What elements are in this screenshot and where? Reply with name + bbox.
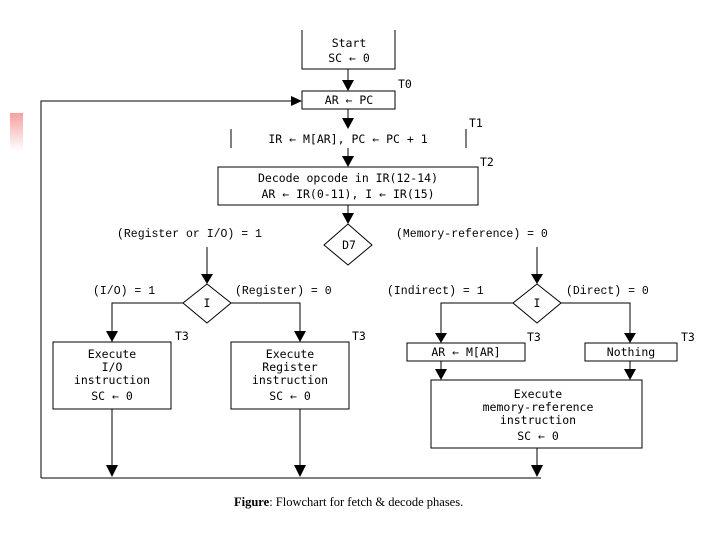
arrow-head bbox=[291, 96, 302, 106]
t2-line2: AR ← IR(0-11), I ← IR(15) bbox=[261, 187, 434, 201]
nothing-timing: T3 bbox=[681, 330, 695, 344]
caption-text: : Flowchart for fetch & decode phases. bbox=[269, 495, 463, 509]
io-timing: T3 bbox=[175, 329, 189, 343]
indirect-box: AR ← M[AR] T3 bbox=[406, 330, 541, 362]
left-i-right-label: (Register) = 0 bbox=[235, 285, 332, 298]
arrow-head bbox=[624, 369, 636, 380]
memref-line1: Execute bbox=[514, 387, 563, 401]
arrow-head bbox=[435, 369, 447, 380]
figure-caption: Figure: Flowchart for fetch & decode pha… bbox=[234, 495, 463, 509]
execute-register-box: Execute Register instruction SC ← 0 T3 bbox=[230, 329, 366, 410]
caption-bold: Figure bbox=[234, 495, 270, 509]
start-sc-label: SC ← 0 bbox=[328, 51, 370, 65]
t2-decode-box: Decode opcode in IR(12-14) AR ← IR(0-11)… bbox=[217, 155, 494, 206]
arrow-head bbox=[201, 274, 213, 284]
nothing-box: Nothing T3 bbox=[584, 330, 695, 362]
indirect-timing: T3 bbox=[527, 330, 541, 344]
t2-line1: Decode opcode in IR(12-14) bbox=[258, 171, 438, 185]
d7-text: D7 bbox=[342, 238, 356, 252]
left-i-decision: I (I/O) = 1 (Register) = 0 bbox=[93, 283, 332, 324]
connector bbox=[440, 302, 513, 333]
reg-line1: Execute bbox=[266, 347, 315, 361]
arrow-head bbox=[342, 156, 354, 167]
io-line2: I/O bbox=[102, 360, 123, 374]
reg-timing: T3 bbox=[352, 329, 366, 343]
loop-back-line bbox=[40, 100, 291, 478]
execute-memref-box: Execute memory-reference instruction SC … bbox=[430, 379, 643, 449]
t0-box: AR ← PC T0 bbox=[301, 77, 412, 110]
arrow-head bbox=[106, 465, 118, 477]
arrow-head bbox=[435, 333, 447, 343]
slide-accent-bar bbox=[10, 113, 23, 151]
arrow-head bbox=[531, 274, 543, 284]
io-line3: instruction bbox=[74, 373, 150, 387]
right-i-decision: I (Indirect) = 1 (Direct) = 0 bbox=[387, 283, 649, 324]
arrow-head bbox=[342, 80, 354, 91]
arrow-head bbox=[106, 331, 118, 342]
reg-line3: instruction bbox=[252, 373, 328, 387]
connector bbox=[561, 302, 631, 333]
t1-step: IR ← M[AR], PC ← PC + 1 T1 bbox=[230, 116, 483, 148]
connector bbox=[111, 302, 183, 331]
execute-io-box: Execute I/O instruction SC ← 0 T3 bbox=[52, 329, 189, 410]
left-i-left-label: (I/O) = 1 bbox=[93, 285, 155, 298]
indirect-text: AR ← M[AR] bbox=[431, 345, 500, 359]
connector bbox=[231, 302, 301, 331]
memref-line2: memory-reference bbox=[483, 400, 594, 414]
d7-right-label: (Memory-reference) = 0 bbox=[396, 228, 548, 241]
t2-timing: T2 bbox=[480, 155, 494, 169]
start-label: Start bbox=[332, 36, 367, 50]
arrow-head bbox=[342, 118, 354, 129]
io-line4: SC ← 0 bbox=[91, 389, 133, 403]
arrow-head bbox=[294, 465, 306, 477]
right-i-left-label: (Indirect) = 1 bbox=[387, 285, 484, 298]
start-box: Start SC ← 0 bbox=[301, 30, 396, 70]
io-line1: Execute bbox=[88, 347, 137, 361]
arrow-head bbox=[624, 333, 636, 343]
reg-line4: SC ← 0 bbox=[269, 389, 311, 403]
arrow-head bbox=[294, 331, 306, 342]
memref-line3: instruction bbox=[500, 413, 576, 427]
memref-line4: SC ← 0 bbox=[517, 429, 559, 443]
arrow-head bbox=[531, 465, 543, 477]
arrow-head bbox=[342, 213, 354, 224]
right-i-right-label: (Direct) = 0 bbox=[566, 285, 649, 298]
d7-left-label: (Register or I/O) = 1 bbox=[117, 228, 262, 241]
right-i-text: I bbox=[534, 296, 541, 310]
t0-text: AR ← PC bbox=[325, 93, 374, 107]
left-i-text: I bbox=[204, 296, 211, 310]
reg-line2: Register bbox=[262, 360, 317, 374]
nothing-text: Nothing bbox=[607, 345, 655, 359]
d7-decision: D7 (Register or I/O) = 1 (Memory-referen… bbox=[117, 223, 548, 266]
t1-text: IR ← M[AR], PC ← PC + 1 bbox=[268, 132, 427, 146]
t0-timing: T0 bbox=[398, 77, 412, 91]
t1-timing: T1 bbox=[469, 116, 483, 130]
